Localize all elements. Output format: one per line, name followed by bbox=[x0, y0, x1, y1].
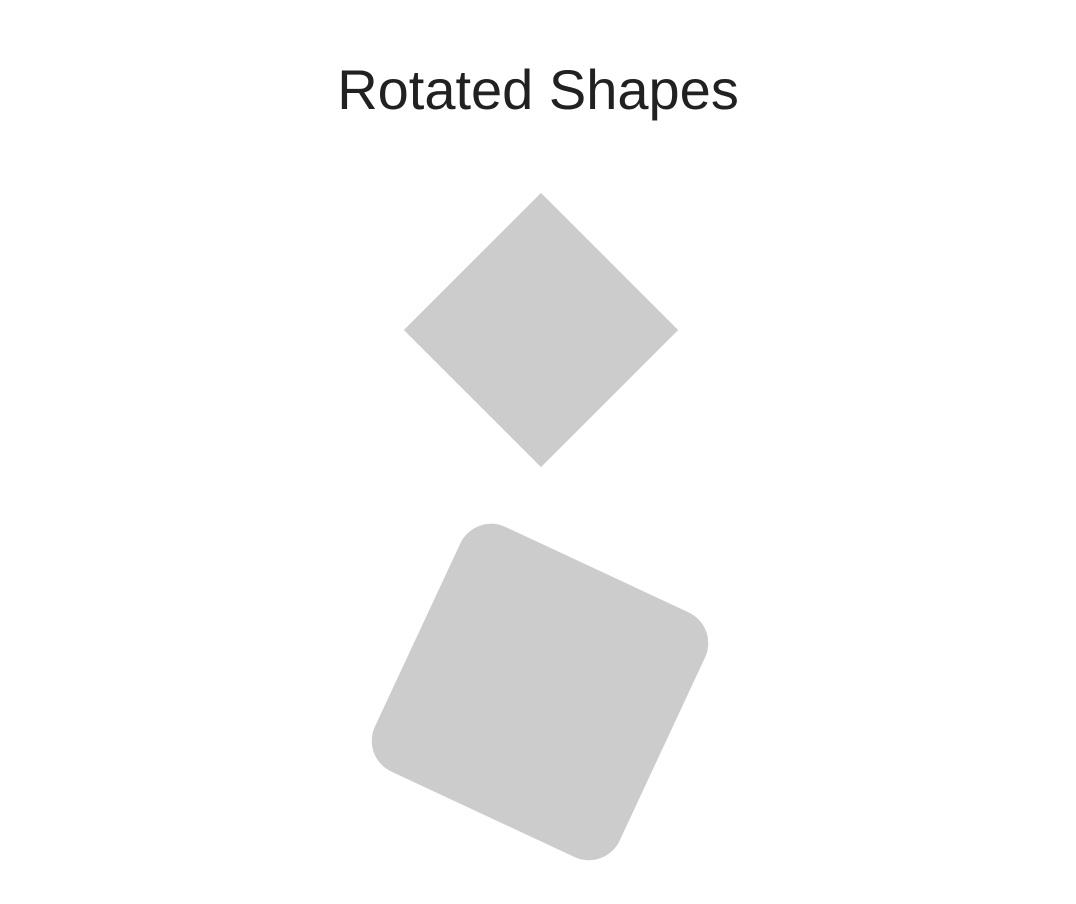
diamond-shape bbox=[403, 192, 679, 468]
rounded-square-shape bbox=[360, 512, 720, 872]
page-title: Rotated Shapes bbox=[337, 58, 739, 121]
